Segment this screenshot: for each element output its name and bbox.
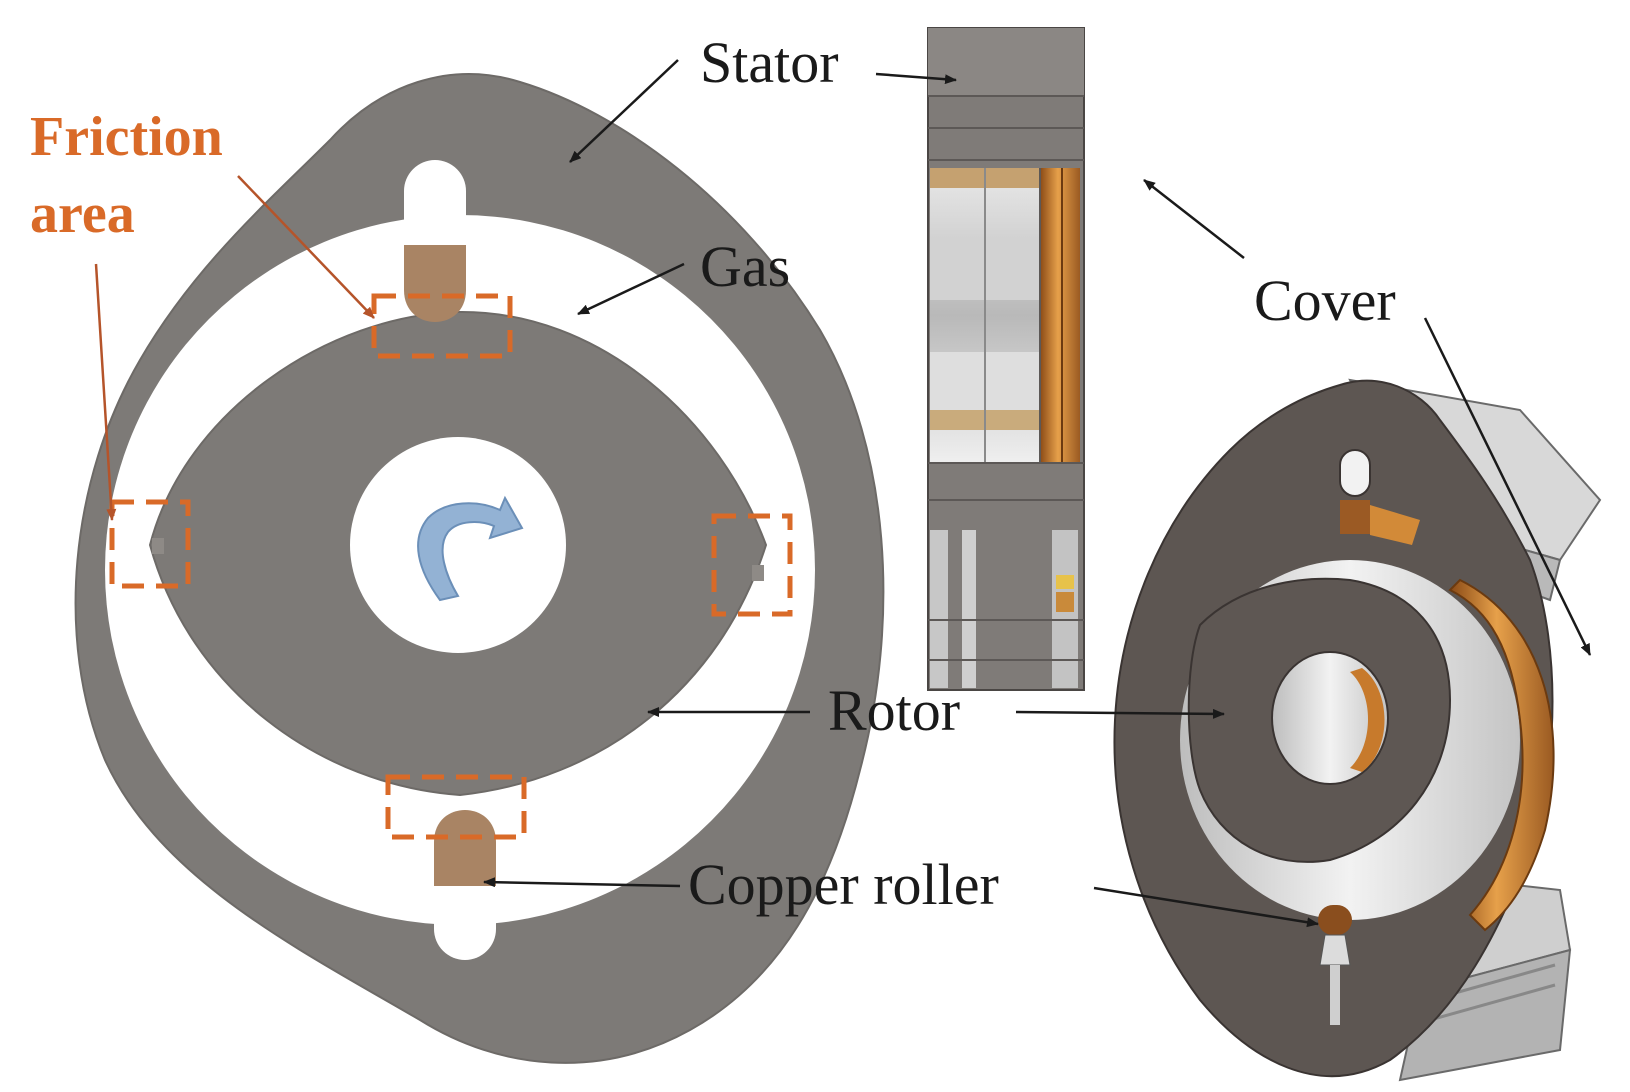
arrow-cover-middle [1143,179,1245,259]
arrow-gas [577,262,685,316]
friction-box-right [711,513,793,617]
label-stator: Stator [700,30,839,95]
rotor [148,310,768,797]
label-rotor: Rotor [828,678,960,743]
side-vane-left [152,538,164,554]
friction-box-left [109,499,191,589]
friction-box-top [371,293,513,359]
side-section-view [927,27,1085,691]
arrow-cover-right [1423,317,1592,656]
copper-roller-top [404,245,466,322]
leader-arrows [94,59,1592,928]
label-friction-line2: area [30,183,135,245]
arrow-copper-right [1093,886,1319,928]
label-friction-line1: Friction [30,106,223,168]
friction-box-bottom [385,774,527,840]
arrow-friction-left [94,263,117,521]
rotation-arrow-icon [417,495,524,602]
arrow-copper-left [483,877,681,888]
friction-areas [109,293,793,840]
label-cover: Cover [1254,268,1396,333]
arrow-stator-right [875,72,957,85]
label-copper-roller: Copper roller [688,852,999,917]
label-gas: Gas [700,234,790,299]
isometric-view [1113,378,1602,1082]
copper-roller-bottom [434,810,496,886]
side-vane-right [752,565,764,581]
arrow-stator-left [569,59,679,163]
arrow-rotor-right [1015,708,1225,719]
arrow-friction-top [237,175,375,319]
